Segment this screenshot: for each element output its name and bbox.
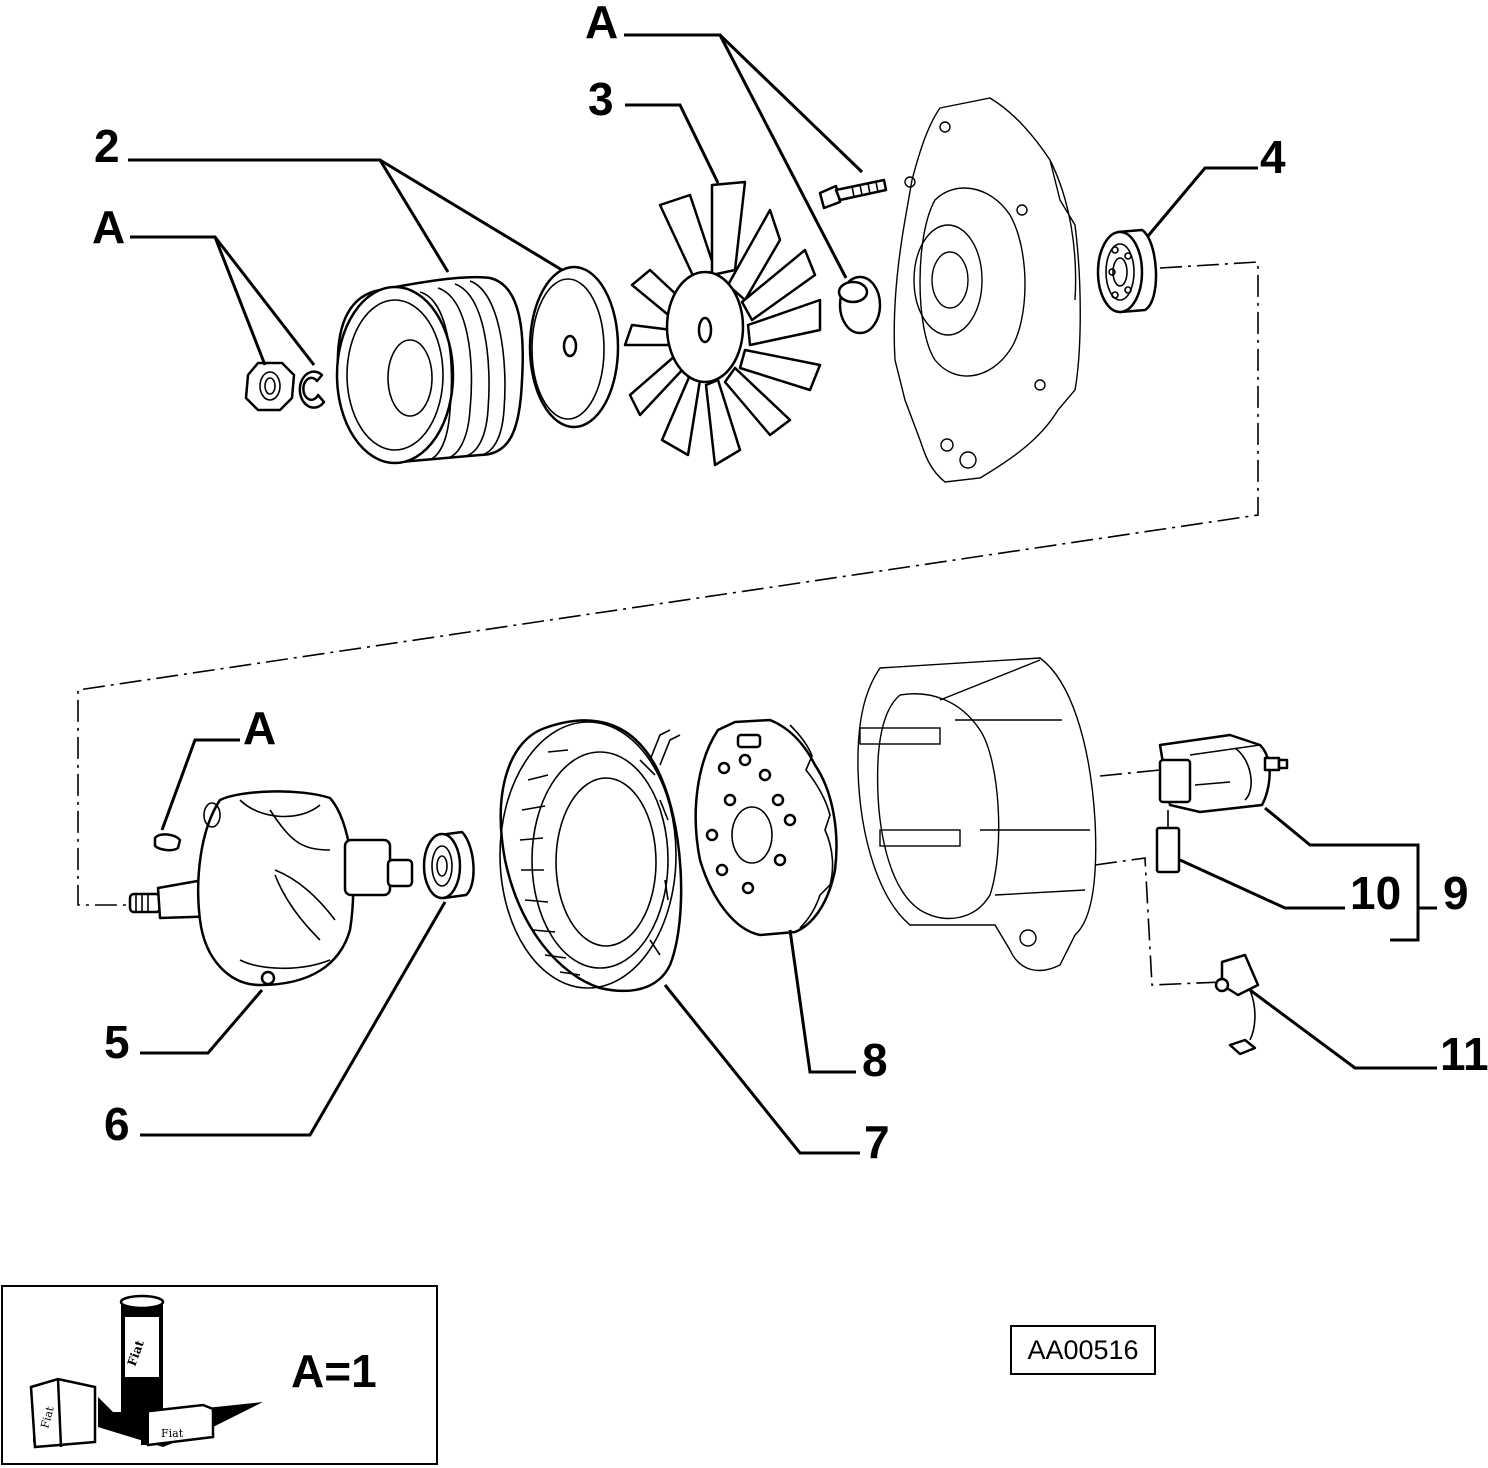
rectifier-icon — [694, 718, 838, 937]
drawing-code-label: AA00516 — [1010, 1325, 1156, 1375]
rear-bearing-icon — [422, 830, 475, 900]
rotor-icon — [128, 790, 414, 987]
pulley-icon — [335, 275, 525, 465]
callout-labels: A 3 2 A 4 A 5 6 7 8 10 9 11 — [92, 0, 1488, 1168]
drive-end-housing-icon — [893, 97, 1081, 483]
callout-5: 5 — [104, 1016, 130, 1068]
callout-11: 11 — [1440, 1028, 1488, 1080]
fan-icon — [623, 180, 822, 467]
callout-a-rotor: A — [243, 702, 276, 754]
callout-6: 6 — [104, 1098, 130, 1150]
callout-a-top: A — [585, 0, 618, 48]
logo-lettering-right: Fiat — [161, 1427, 184, 1440]
slip-ring-end-housing-icon — [857, 657, 1097, 972]
nut-icon — [244, 361, 296, 412]
woodruff-key-icon — [153, 833, 182, 852]
callout-8: 8 — [862, 1034, 888, 1086]
callout-a-left: A — [92, 201, 125, 253]
brush-icon — [1155, 810, 1181, 874]
callout-10: 10 — [1350, 867, 1401, 919]
leader-lines — [128, 33, 1437, 1155]
callout-3: 3 — [588, 73, 614, 125]
callout-7: 7 — [864, 1116, 890, 1168]
capacitor-icon — [1214, 953, 1260, 1056]
fiat-lubricant-logo: Fiat Fiat Fiat — [29, 1294, 263, 1449]
legend-box: Fiat Fiat Fiat A=1 — [1, 1285, 438, 1465]
legend-text: A=1 — [291, 1345, 377, 1397]
callout-9: 9 — [1443, 867, 1469, 919]
front-bearing-icon — [1096, 228, 1158, 314]
pulley-disc-icon — [528, 265, 620, 429]
bolt-washer-icon — [837, 275, 882, 335]
stator-icon — [499, 719, 683, 993]
bolt-icon — [818, 178, 888, 210]
logo-lettering-left: Fiat — [38, 1404, 56, 1429]
spring-washer-icon — [298, 370, 326, 409]
callout-2: 2 — [94, 120, 120, 172]
callout-4: 4 — [1260, 131, 1286, 183]
voltage-regulator-icon — [1158, 733, 1289, 814]
assembly-axis-lines — [77, 261, 1259, 986]
